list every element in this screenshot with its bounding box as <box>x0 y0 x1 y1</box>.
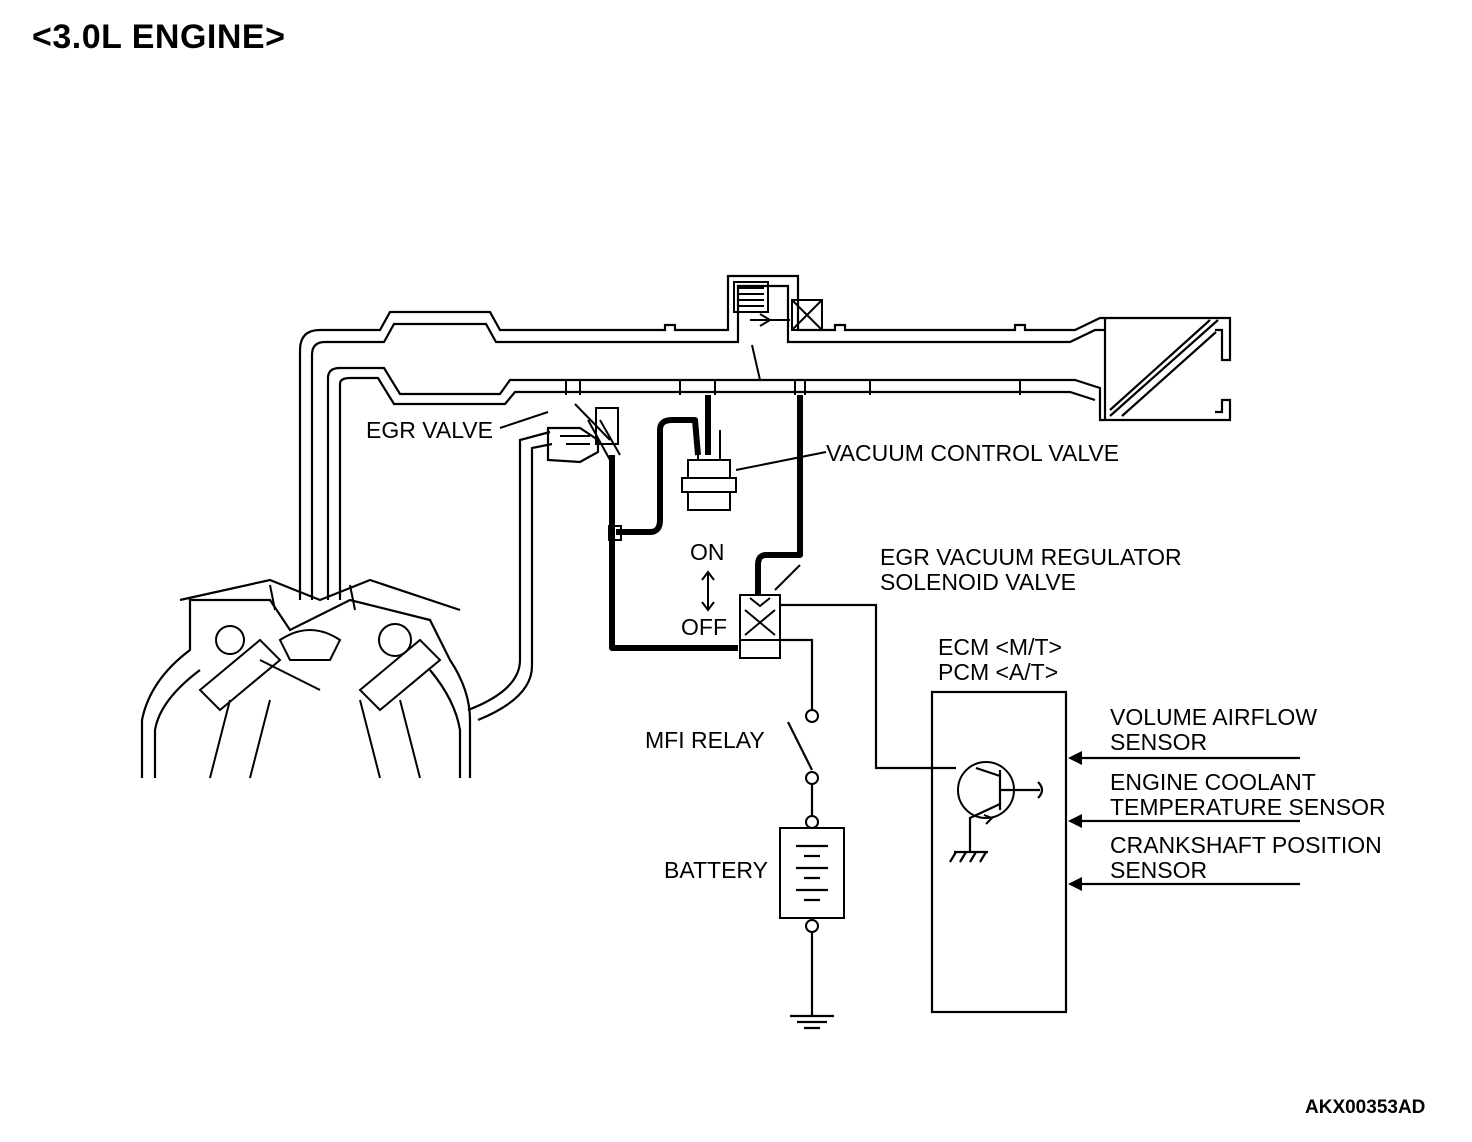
ecm-label: ECM <M/T> <box>938 634 1062 660</box>
sensor3-label-line1: CRANKSHAFT POSITION <box>1110 832 1382 858</box>
egr-solenoid-valve <box>701 564 801 659</box>
pcm-label: PCM <A/T> <box>938 659 1059 685</box>
drawing-code: AKX00353AD <box>1305 1097 1426 1118</box>
vacuum-control-valve-label: VACUUM CONTROL VALVE <box>826 440 1120 466</box>
sensor1-label-line1: VOLUME AIRFLOW <box>1110 704 1318 730</box>
page-title: <3.0L ENGINE> <box>32 18 286 56</box>
egr-solenoid-label-line2: SOLENOID VALVE <box>880 569 1076 595</box>
battery-label: BATTERY <box>664 857 768 883</box>
on-label: ON <box>690 539 725 565</box>
off-label: OFF <box>681 614 727 640</box>
sensor1-label-line2: SENSOR <box>1110 729 1208 755</box>
leader-lines <box>499 411 827 471</box>
vacuum-hoses <box>608 395 803 651</box>
wiring <box>779 603 956 1030</box>
egr-valve <box>546 403 621 464</box>
ecm-pcm-box <box>930 690 1068 1014</box>
egr-solenoid-label-line1: EGR VACUUM REGULATOR <box>880 544 1182 570</box>
intake-plenum <box>298 274 1232 600</box>
sensor2-label-line1: ENGINE COOLANT <box>1110 769 1316 795</box>
mfi-relay-label: MFI RELAY <box>645 727 765 753</box>
engine-block <box>140 430 553 779</box>
sensor3-label-line2: SENSOR <box>1110 857 1208 883</box>
sensor-inputs <box>1068 751 1300 891</box>
sensor2-label-line2: TEMPERATURE SENSOR <box>1110 794 1386 820</box>
egr-valve-label: EGR VALVE <box>366 417 493 443</box>
